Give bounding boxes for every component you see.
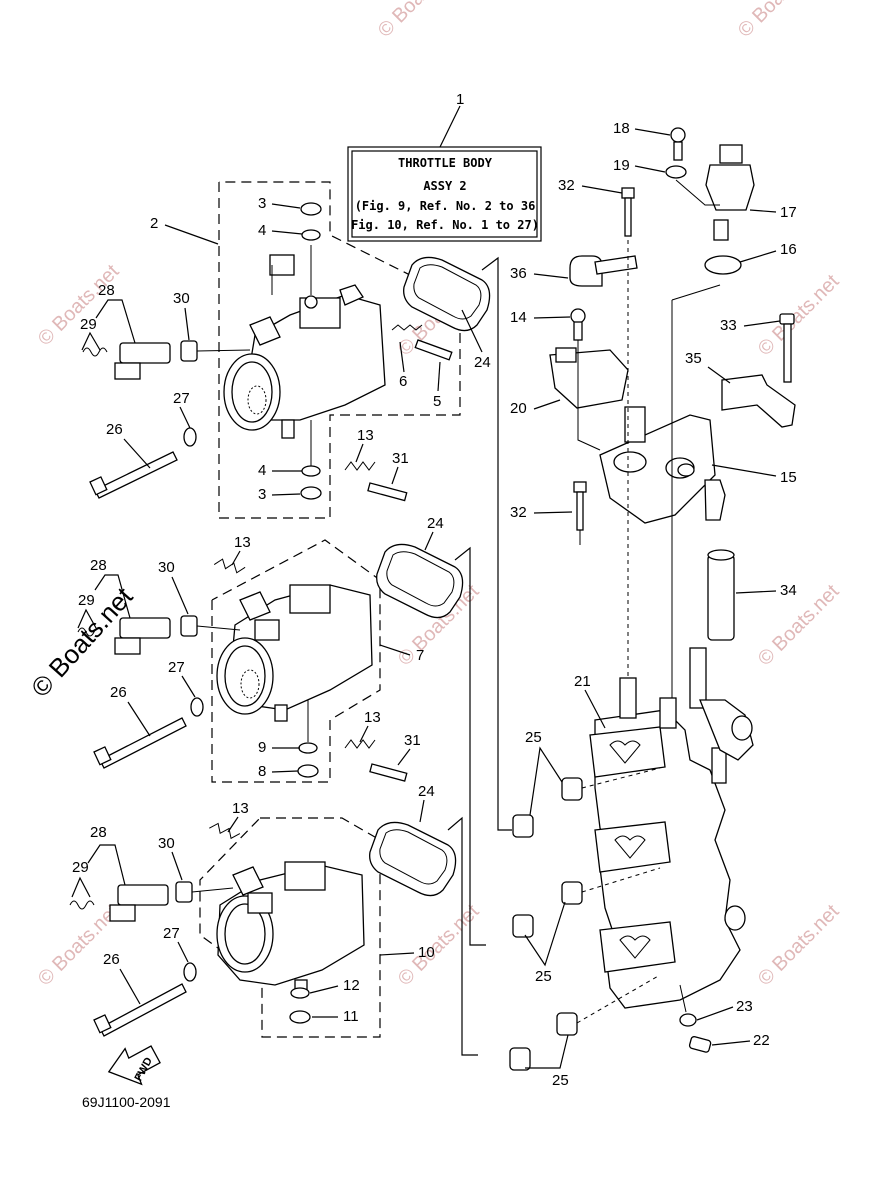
callout-16: 16	[780, 241, 797, 258]
callout-26c: 26	[103, 951, 120, 968]
callout-11: 11	[343, 1008, 359, 1025]
callout-25b: 25	[535, 968, 552, 985]
callout-31a: 31	[392, 450, 409, 467]
callout-4a: 4	[258, 222, 266, 239]
callout-18: 18	[613, 120, 630, 137]
title-box: THROTTLE BODY ASSY 2 (Fig. 9, Ref. No. 2…	[347, 91, 542, 242]
callout-34: 34	[780, 582, 797, 599]
callout-17: 17	[780, 204, 797, 221]
title-box-outer	[347, 146, 542, 242]
title-box-inner	[351, 150, 538, 238]
title-line-1: THROTTLE BODY	[398, 156, 493, 170]
callout-36: 36	[510, 265, 527, 282]
callout-32a: 32	[558, 177, 575, 194]
callout-24c: 24	[418, 783, 435, 800]
callout-27b: 27	[168, 659, 185, 676]
callout-13d: 13	[232, 800, 249, 817]
callout-29b: 29	[78, 592, 95, 609]
callout-12: 12	[343, 977, 360, 994]
callout-14: 14	[510, 309, 527, 326]
title-line-2: ASSY 2	[423, 179, 466, 193]
callout-28c: 28	[90, 824, 107, 841]
callout-28b: 28	[90, 557, 107, 574]
callout-1: 1	[456, 91, 464, 108]
callout-20: 20	[510, 400, 527, 417]
callout-27c: 27	[163, 925, 180, 942]
callout-2: 2	[150, 215, 158, 232]
callout-33: 33	[720, 317, 737, 334]
callout-35: 35	[685, 350, 702, 367]
callout-13c: 13	[364, 709, 381, 726]
callout-10: 10	[418, 944, 435, 961]
fwd-arrow: FWD	[107, 1045, 161, 1086]
callout-9: 9	[258, 739, 266, 756]
callout-19: 19	[613, 157, 630, 174]
callout-26a: 26	[106, 421, 123, 438]
callout-31b: 31	[404, 732, 421, 749]
callout-30c: 30	[158, 835, 175, 852]
callout-8: 8	[258, 763, 266, 780]
throttle-body-2	[77, 539, 464, 783]
callout-29c: 29	[72, 859, 89, 876]
callout-7: 7	[416, 647, 424, 664]
callout-26b: 26	[110, 684, 127, 701]
watermark-5: © Boats.net	[754, 580, 844, 670]
callout-30a: 30	[173, 290, 190, 307]
callout-3a: 3	[258, 195, 266, 212]
title-line-3: (Fig. 9, Ref. No. 2 to 36	[355, 199, 536, 213]
callout-28a: 28	[98, 282, 115, 299]
callout-24a: 24	[474, 354, 491, 371]
title-line-4: Fig. 10, Ref. No. 1 to 27)	[351, 218, 539, 232]
callout-21: 21	[574, 673, 591, 690]
callout-13b: 13	[234, 534, 251, 551]
watermark-8: © Boats.net	[754, 900, 844, 990]
intake-manifold	[509, 647, 754, 1071]
throttle-body-3	[69, 817, 457, 1038]
diagram-code: 69J1100-2091	[82, 1094, 171, 1110]
callout-25a: 25	[525, 729, 542, 746]
callout-24b: 24	[427, 515, 444, 532]
sensors-and-plate	[549, 127, 796, 700]
watermark-9: © Boats.net	[374, 0, 464, 42]
watermark-1: © Boats.net	[34, 260, 124, 350]
callout-22: 22	[753, 1032, 770, 1049]
watermark-3: © Boats.net	[754, 270, 844, 360]
callout-6: 6	[399, 373, 407, 390]
callout-27a: 27	[173, 390, 190, 407]
callout-15: 15	[780, 469, 797, 486]
callout-32b: 32	[510, 504, 527, 521]
callout-4b: 4	[258, 462, 266, 479]
callout-30b: 30	[158, 559, 175, 576]
callout-3b: 3	[258, 486, 266, 503]
callout-5: 5	[433, 393, 441, 410]
callout-13a: 13	[357, 427, 374, 444]
watermark-10: © Boats.net	[734, 0, 824, 42]
callout-29a: 29	[80, 316, 97, 333]
throttle-body-1	[82, 181, 491, 519]
callout-25c: 25	[552, 1072, 569, 1089]
callout-23: 23	[736, 998, 753, 1015]
